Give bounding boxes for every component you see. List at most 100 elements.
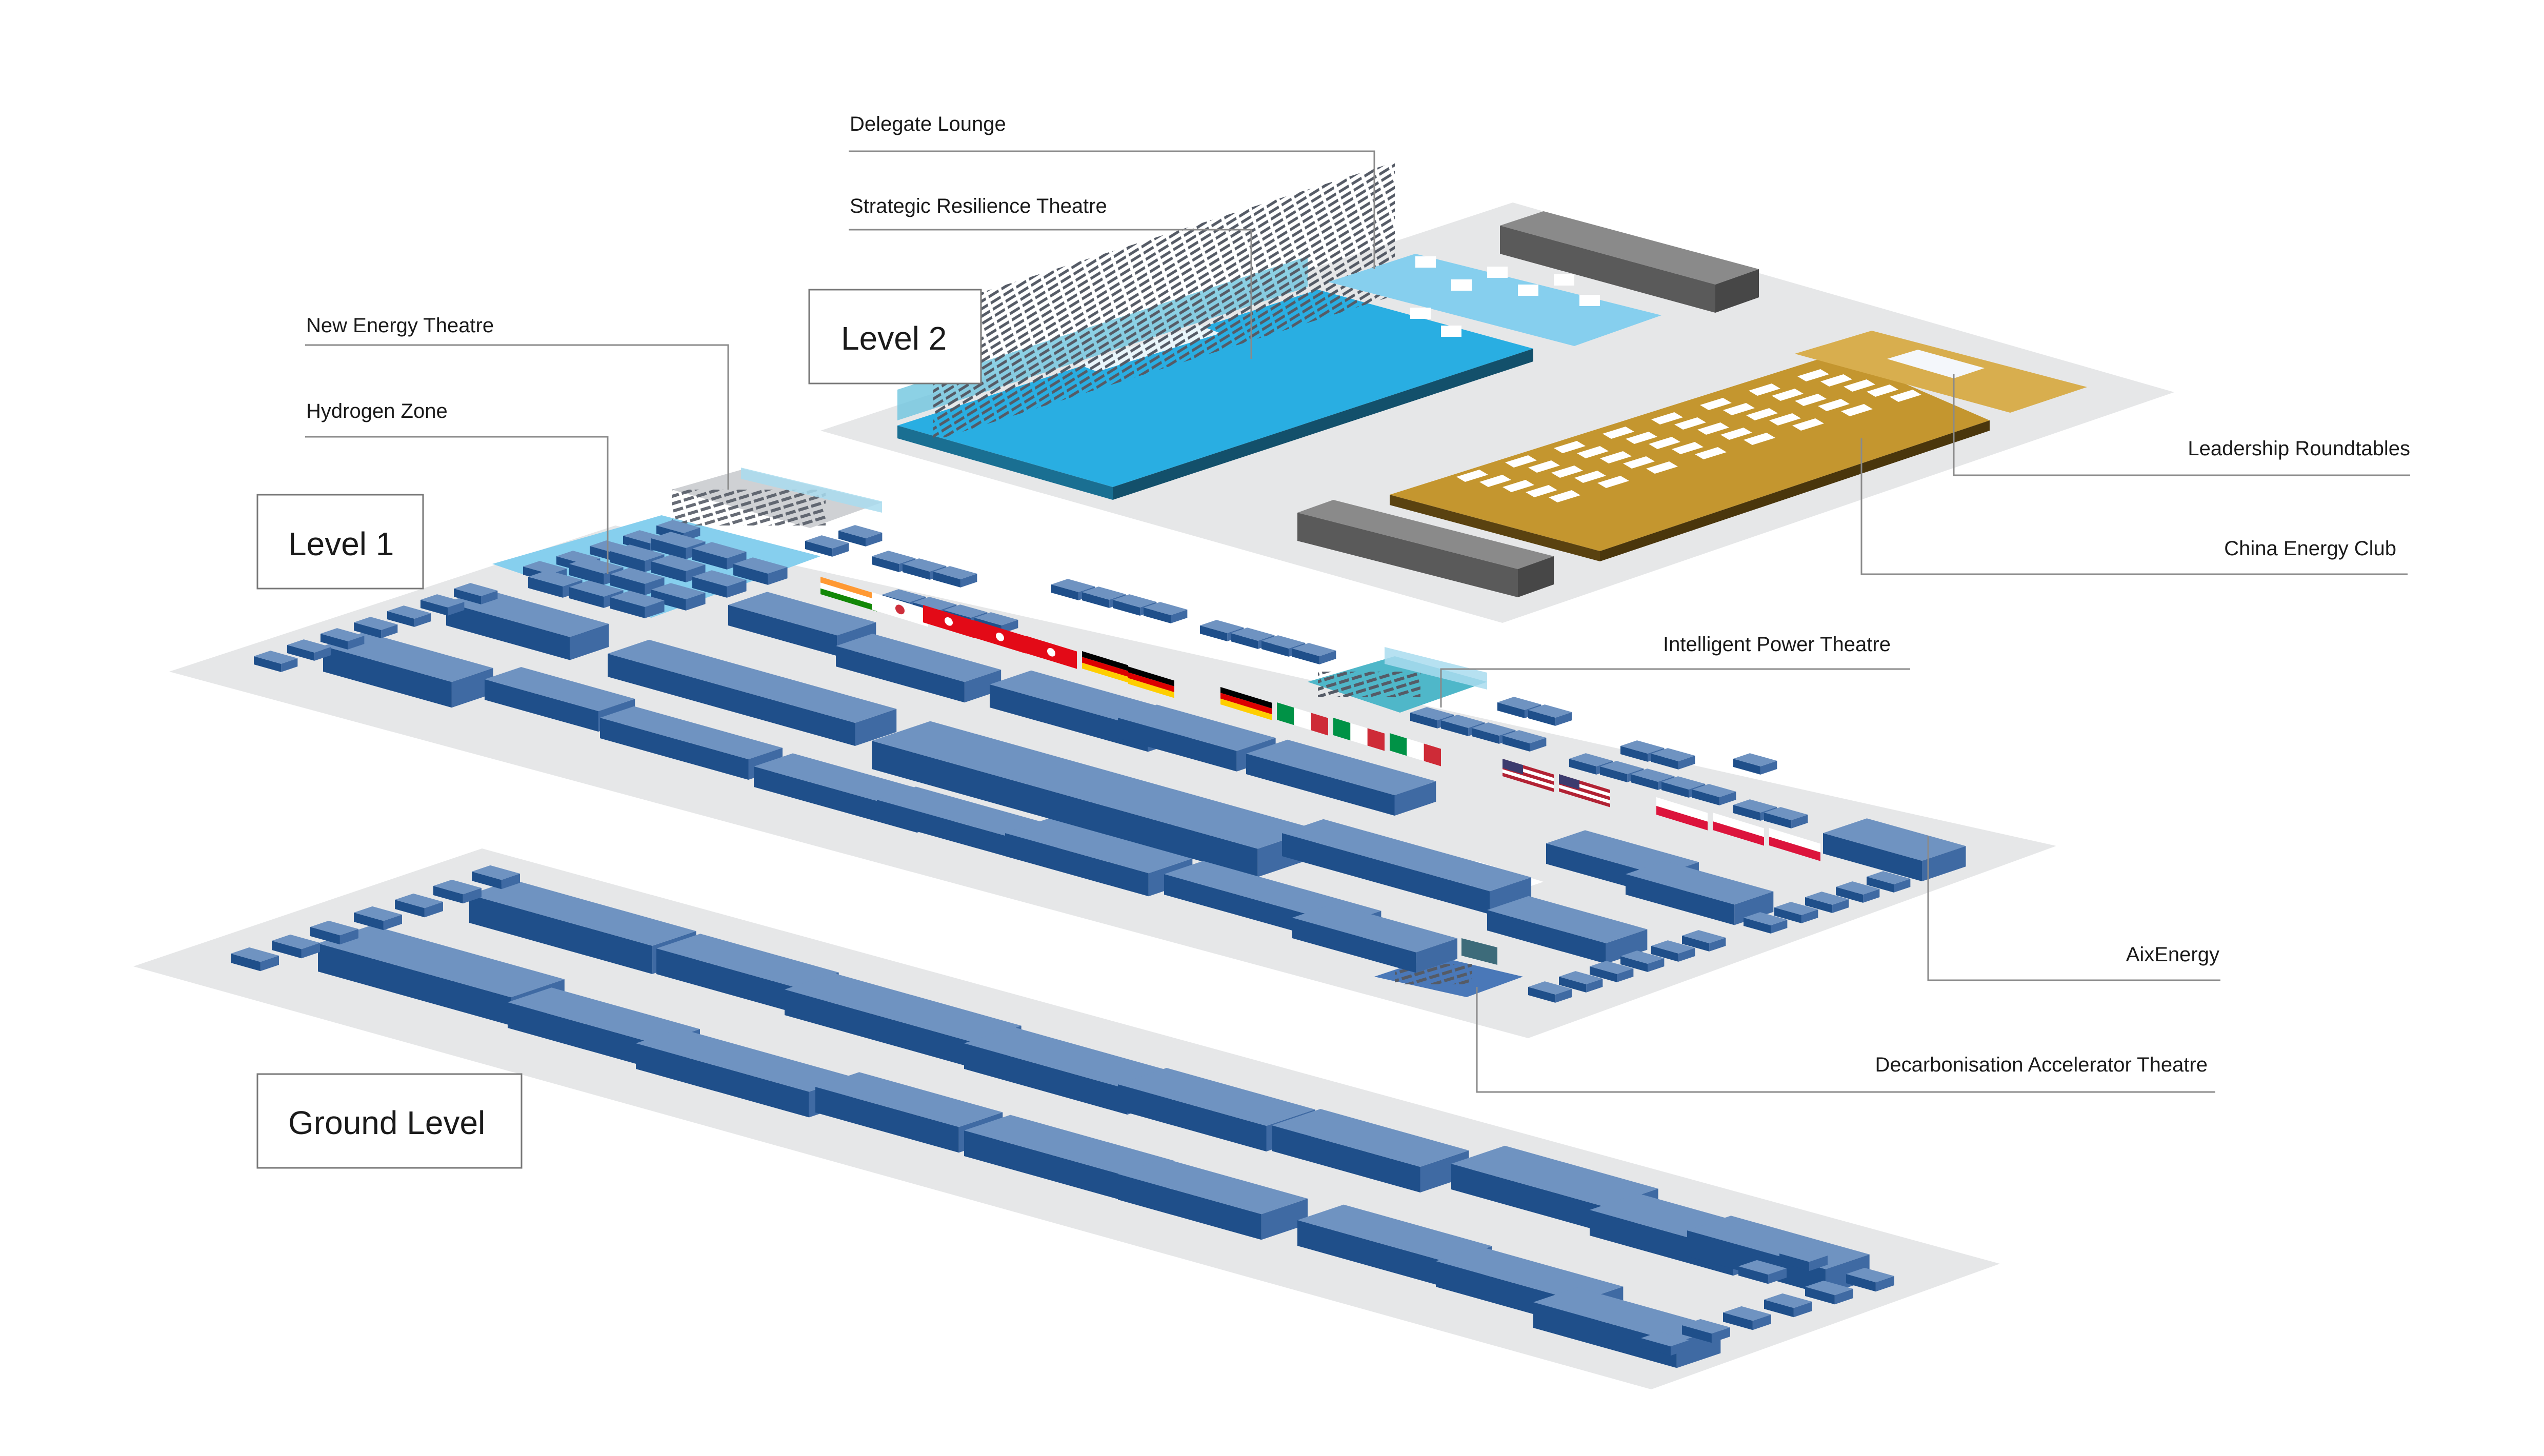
booth-top xyxy=(420,594,465,608)
booth-side-left xyxy=(528,577,563,598)
booth-side-left xyxy=(1569,759,1597,775)
booth-side-right xyxy=(768,567,788,585)
storage-block-top-upper xyxy=(1500,211,1759,285)
booth xyxy=(1118,1158,1308,1240)
booth-side-left xyxy=(1118,1084,1267,1151)
booth-top xyxy=(323,632,493,682)
booth xyxy=(1528,981,1572,1003)
flag-stripe xyxy=(1277,702,1294,725)
booth xyxy=(472,865,520,889)
booth-side-left xyxy=(1441,720,1469,736)
booth-side-left xyxy=(877,800,1020,861)
booth-top xyxy=(1113,594,1157,608)
booth-top xyxy=(964,1027,1176,1089)
booth-top xyxy=(600,706,783,759)
booth-side-left xyxy=(1472,728,1499,744)
booth-side-left xyxy=(1631,774,1658,790)
booth-side-left xyxy=(1282,833,1490,915)
booth-side-left xyxy=(964,1043,1128,1115)
booth-side-left xyxy=(1620,746,1648,762)
booth xyxy=(1744,912,1788,934)
pavilion-flag xyxy=(974,620,1026,654)
booth-side-right xyxy=(1809,1256,1828,1271)
booth-side-right xyxy=(1670,1340,1689,1356)
booth-side-left xyxy=(1246,754,1395,816)
booth-side-right xyxy=(1678,947,1695,962)
booth xyxy=(1764,807,1808,828)
booth xyxy=(610,591,665,618)
club-table xyxy=(1772,389,1804,401)
booth-side-left xyxy=(1779,1253,1809,1271)
booth-side-left xyxy=(964,1130,1128,1202)
flag-stripe xyxy=(1713,813,1764,837)
flag-canton xyxy=(1559,774,1579,790)
label-decarbonisation-accelerator-theatre: Decarbonisation Accelerator Theatre xyxy=(1875,1054,2208,1076)
booth-top xyxy=(1144,602,1188,615)
lounge-table xyxy=(1441,326,1461,337)
flag-stripe xyxy=(1769,837,1820,861)
booth-top xyxy=(815,1072,1003,1127)
pavilion-flag xyxy=(1277,702,1328,736)
booth-top xyxy=(1503,730,1547,743)
booth-top xyxy=(528,570,583,587)
booth-top xyxy=(933,566,977,579)
booth-top xyxy=(1118,1158,1308,1215)
booth-top xyxy=(1626,861,1774,905)
club-table xyxy=(1841,404,1873,416)
booth-side-left xyxy=(1292,918,1416,973)
booth-top xyxy=(1805,1280,1853,1296)
booth-side-right xyxy=(645,577,665,595)
label-hydrogen-zone: Hydrogen Zone xyxy=(306,400,448,422)
booth-side-right xyxy=(314,646,331,661)
booth-side-right xyxy=(381,624,398,638)
booth-top xyxy=(838,525,883,538)
booth xyxy=(610,568,665,595)
booth-top xyxy=(608,639,897,723)
booth-top xyxy=(472,865,520,880)
club-table xyxy=(1574,471,1606,483)
booth-top xyxy=(882,589,926,602)
booth-side-right xyxy=(1875,1276,1894,1292)
club-table xyxy=(1554,441,1586,453)
strategic-resilience-theatre-edge-right xyxy=(1113,349,1533,500)
booth xyxy=(387,605,431,627)
flag-stripe xyxy=(1128,678,1174,698)
booth-side-left xyxy=(651,538,686,559)
club-table xyxy=(1867,385,1898,397)
booth-side-left xyxy=(610,551,645,572)
country-pavilion-flags xyxy=(820,577,1820,861)
club-table xyxy=(1818,399,1850,411)
booth-side-right xyxy=(727,580,747,598)
lounge-tables xyxy=(1410,256,1600,337)
booth xyxy=(1620,951,1665,972)
storage-block-top-lower xyxy=(1297,500,1554,569)
booth-side-right xyxy=(855,709,897,746)
intelligent-power-stage xyxy=(1385,647,1487,690)
booth-top xyxy=(1661,776,1706,790)
club-table xyxy=(1505,455,1537,468)
booth-top xyxy=(1441,715,1485,728)
booth-top xyxy=(1487,896,1648,943)
club-table xyxy=(1649,437,1680,449)
leader-hydrogen xyxy=(305,436,609,574)
booth-side-left xyxy=(569,564,604,585)
club-table xyxy=(1456,470,1488,482)
booth-side-left xyxy=(508,1002,656,1069)
booth-top xyxy=(254,651,298,664)
club-table xyxy=(1723,403,1755,415)
booth-top xyxy=(1528,704,1572,718)
leader-delegate-lounge xyxy=(849,150,1375,269)
booth-side-right xyxy=(964,670,1001,703)
booth xyxy=(254,651,298,672)
booth-top xyxy=(1867,871,1911,884)
booth-side-left xyxy=(1682,1325,1712,1343)
booth-side-right xyxy=(339,929,358,945)
booth-side-left xyxy=(1118,718,1237,772)
flag-stripe xyxy=(1350,723,1368,746)
booth-side-right xyxy=(1416,938,1457,973)
intelligent-power-seating xyxy=(1318,672,1420,697)
booth xyxy=(354,906,402,931)
booth-side-left xyxy=(446,602,570,660)
booth xyxy=(933,566,977,588)
